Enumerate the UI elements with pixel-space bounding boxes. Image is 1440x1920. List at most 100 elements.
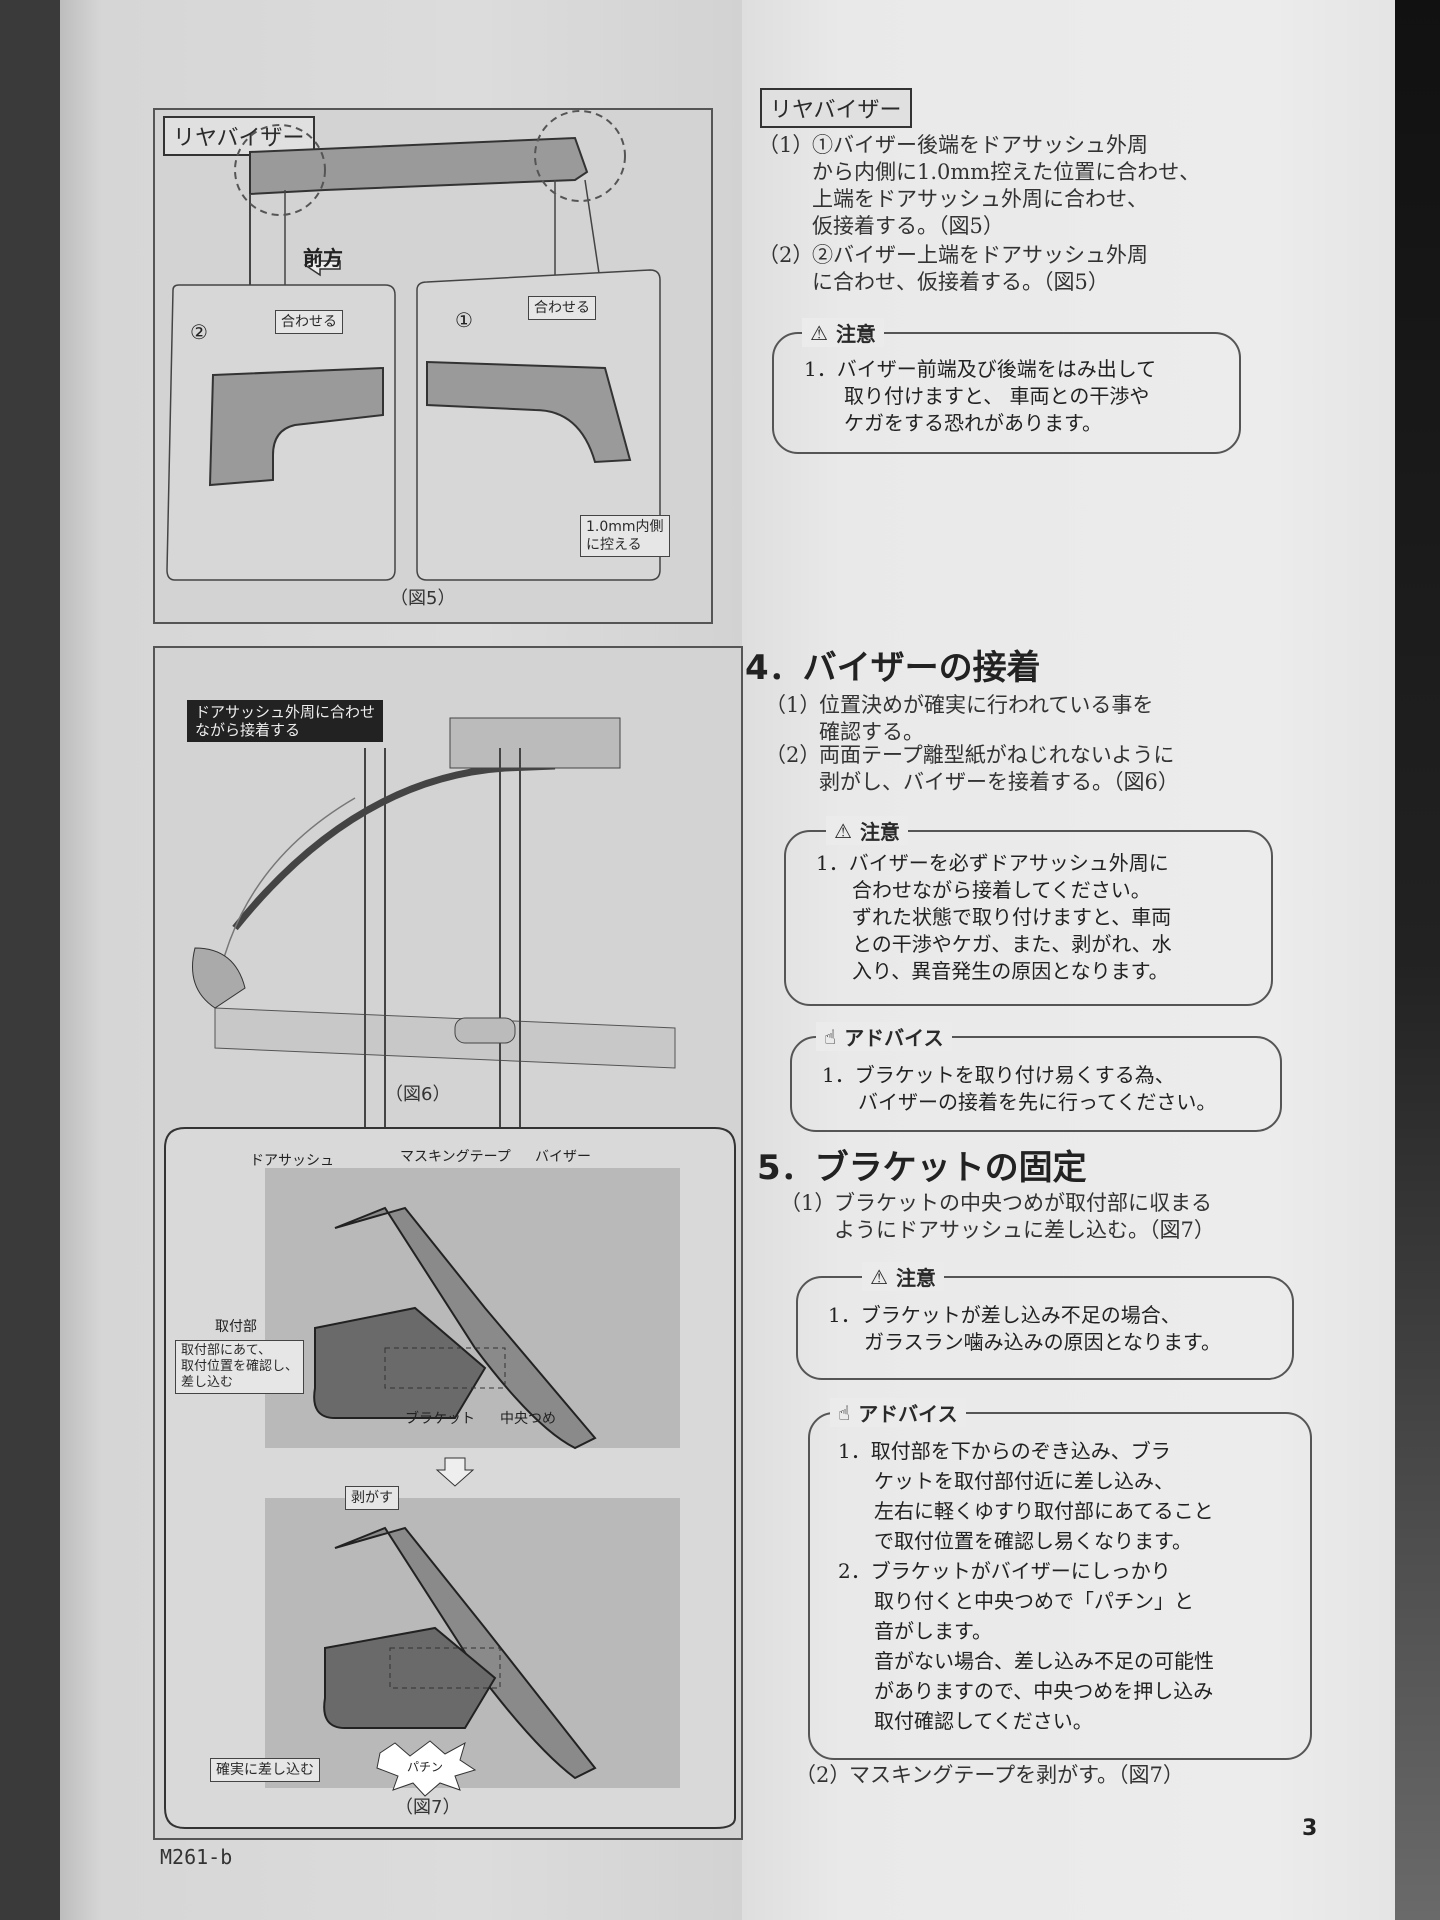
- caution-box: ⚠ 注意 1．バイザー前端及び後端をはみ出して 取り付けますと、 車両との干渉や …: [772, 318, 1241, 454]
- caution-line: 入り、異音発生の原因となります。: [852, 959, 1169, 983]
- step-number: （1）: [758, 133, 814, 157]
- advice-text: 1．ブラケットを取り付け易くする為、 バイザーの接着を先に行ってください。: [822, 1062, 1216, 1116]
- warning-icon: ⚠: [834, 818, 852, 843]
- advice-line: 音がない場合、差し込み不足の可能性: [874, 1649, 1214, 1673]
- caution-title: ⚠注意: [862, 1262, 944, 1291]
- caution-line: との干渉やケガ、また、剥がれ、水: [852, 932, 1172, 956]
- advice-line: で取付位置を確認し易くなります。: [874, 1529, 1192, 1553]
- align-label: 合わせる: [528, 296, 596, 320]
- step-line: ②バイザー上端をドアサッシュ外周: [812, 243, 1148, 267]
- inset-label: 1.0mm内側 に控える: [580, 515, 670, 557]
- document-code: M261-b: [160, 1845, 233, 1869]
- caution-line: ケガをする恐れがあります。: [844, 411, 1102, 435]
- pointing-hand-icon: ☝: [838, 1400, 851, 1425]
- fig6-caption: （図6）: [385, 1084, 451, 1105]
- fig6-callout-line1: ドアサッシュ外周に合わせ: [195, 703, 376, 721]
- advice-line: 取付確認してください。: [874, 1709, 1093, 1733]
- direction-label-front: 前方: [303, 246, 343, 270]
- step-line: マスキングテープを剥がす。（図7）: [849, 1763, 1184, 1787]
- warning-icon: ⚠: [810, 320, 828, 345]
- step-number: （2）: [758, 243, 814, 267]
- advice-label: アドバイス: [858, 1402, 958, 1426]
- instruction-line1: 取付部にあて、: [181, 1343, 272, 1358]
- section-4-heading: 4．バイザーの接着: [745, 648, 1041, 688]
- caution-title: ⚠ 注意: [826, 816, 908, 845]
- advice-line: 2．ブラケットがバイザーにしっかり: [838, 1559, 1171, 1583]
- step-line: 上端をドアサッシュ外周に合わせ、: [812, 187, 1148, 211]
- caution-line: ずれた状態で取り付けますと、車両: [852, 905, 1172, 929]
- figure-5: リヤバイザー 前方 ② ① 合わせる 合わせる 1.0mm内側 に控える （図5…: [153, 108, 713, 624]
- caution-line: 1．バイザー前端及び後端をはみ出して: [804, 357, 1157, 381]
- step-line: ようにドアサッシュに差し込む。（図7）: [834, 1218, 1215, 1242]
- label-visor: バイザー: [535, 1149, 591, 1165]
- step-number: （2）: [795, 1763, 851, 1787]
- advice-line: 1．ブラケットを取り付け易くする為、: [822, 1063, 1175, 1087]
- caution-box: ⚠ 注意 1．バイザーを必ずドアサッシュ外周に 合わせながら接着してください。 ず…: [784, 816, 1273, 1006]
- instruction-callout: 取付部にあて、 取付位置を確認し、 差し込む: [175, 1340, 305, 1394]
- advice-line: バイザーの接着を先に行ってください。: [858, 1090, 1217, 1114]
- step-line: ①バイザー後端をドアサッシュ外周: [812, 133, 1148, 157]
- fig7-caption: （図7）: [395, 1797, 461, 1818]
- rear-visor-step-1: （1）①バイザー後端をドアサッシュ外周 から内側に1.0mm控えた位置に合わせ、…: [758, 132, 1200, 240]
- figure-6-7: ドアサッシュ外周に合わせ ながら接着する （図6） ドアサッシュ マスキングテー…: [153, 646, 743, 1840]
- pointing-hand-icon: ☝: [824, 1024, 837, 1049]
- caution-text: 1．バイザーを必ずドアサッシュ外周に 合わせながら接着してください。 ずれた状態…: [816, 850, 1172, 985]
- advice-box: ☝ アドバイス 1．ブラケットを取り付け易くする為、 バイザーの接着を先に行ってく…: [790, 1022, 1282, 1132]
- section-5-step-1: （1）ブラケットの中央つめが取付部に収まる ようにドアサッシュに差し込む。（図7…: [780, 1190, 1215, 1244]
- figure-caption: （図5）: [390, 588, 456, 609]
- advice-box: ☝ アドバイス 1．取付部を下からのぞき込み、ブラ ケットを取付部付近に差し込み、…: [808, 1398, 1312, 1760]
- rear-visor-step-2: （2）②バイザー上端をドアサッシュ外周 に合わせ、仮接着する。（図5）: [758, 242, 1148, 296]
- step-line: 仮接着する。（図5）: [812, 214, 1004, 238]
- caution-text: 1．バイザー前端及び後端をはみ出して 取り付けますと、 車両との干渉や ケガをす…: [804, 356, 1156, 437]
- caution-box: ⚠注意 1．ブラケットが差し込み不足の場合、 ガラスラン噛み込みの原因となります…: [796, 1262, 1294, 1380]
- caution-line: 1．バイザーを必ずドアサッシュ外周に: [816, 851, 1169, 875]
- rear-visor-diagram: [166, 110, 661, 581]
- label-snap: パチン: [407, 1760, 444, 1774]
- advice-line: 音がします。: [874, 1619, 992, 1643]
- advice-title: ☝ アドバイス: [816, 1022, 952, 1051]
- advice-title: ☝ アドバイス: [830, 1398, 966, 1427]
- label-bracket: ブラケット: [405, 1411, 475, 1427]
- caution-label: 注意: [895, 1266, 936, 1290]
- caution-title: ⚠ 注意: [802, 318, 884, 347]
- section-4-step-1: （1）位置決めが確実に行われている事を 確認する。: [765, 692, 1153, 746]
- fig6-callout: ドアサッシュ外周に合わせ ながら接着する: [187, 700, 384, 742]
- label-door-sash: ドアサッシュ: [250, 1153, 334, 1169]
- step-line: に合わせ、仮接着する。（図5）: [812, 270, 1109, 294]
- background-edge: [1395, 0, 1440, 1920]
- step-line: 両面テープ離型紙がねじれないように: [819, 743, 1175, 767]
- advice-label: アドバイス: [844, 1026, 944, 1050]
- step-line: 確認する。: [819, 720, 924, 744]
- step-line: 位置決めが確実に行われている事を: [819, 693, 1154, 717]
- advice-line: ケットを取付部付近に差し込み、: [874, 1469, 1174, 1493]
- align-label: 合わせる: [275, 310, 343, 334]
- advice-line: 左右に軽くゆすり取付部にあてること: [874, 1499, 1214, 1523]
- label-peel: 剥がす: [345, 1486, 399, 1510]
- caution-line: 合わせながら接着してください。: [852, 878, 1151, 902]
- caution-line: 1．ブラケットが差し込み不足の場合、: [828, 1303, 1181, 1327]
- advice-line: 1．取付部を下からのぞき込み、ブラ: [838, 1439, 1171, 1463]
- section-5-step-2: （2）マスキングテープを剥がす。（図7）: [795, 1762, 1184, 1789]
- step-line: から内側に1.0mm控えた位置に合わせ、: [812, 160, 1201, 184]
- caution-text: 1．ブラケットが差し込み不足の場合、 ガラスラン噛み込みの原因となります。: [828, 1302, 1221, 1356]
- instruction-line3: 差し込む: [181, 1375, 234, 1390]
- step-line: 剥がし、バイザーを接着する。（図6）: [819, 770, 1179, 794]
- advice-line: 取り付くと中央つめで「パチン」と: [874, 1589, 1194, 1613]
- step-number: （1）: [765, 693, 821, 717]
- inset-label-line2: に控える: [586, 537, 642, 553]
- step-number: （1）: [780, 1191, 836, 1215]
- label-center-claw: 中央つめ: [500, 1411, 556, 1427]
- caution-label: 注意: [859, 820, 900, 844]
- label-masking-tape: マスキングテープ: [400, 1149, 511, 1165]
- rear-visor-tag: リヤバイザー: [760, 88, 912, 128]
- page-number: 3: [1302, 1816, 1318, 1841]
- label-mount: 取付部: [215, 1319, 257, 1335]
- panel-marker-1: ①: [455, 308, 473, 332]
- step-number: （2）: [765, 743, 821, 767]
- section-5-heading: 5．ブラケットの固定: [757, 1148, 1087, 1188]
- caution-label: 注意: [835, 322, 876, 346]
- caution-line: 取り付けますと、 車両との干渉や: [844, 384, 1150, 408]
- fig6-callout-line2: ながら接着する: [195, 721, 301, 739]
- caution-line: ガラスラン噛み込みの原因となります。: [864, 1330, 1221, 1354]
- inset-label-line1: 1.0mm内側: [586, 519, 664, 535]
